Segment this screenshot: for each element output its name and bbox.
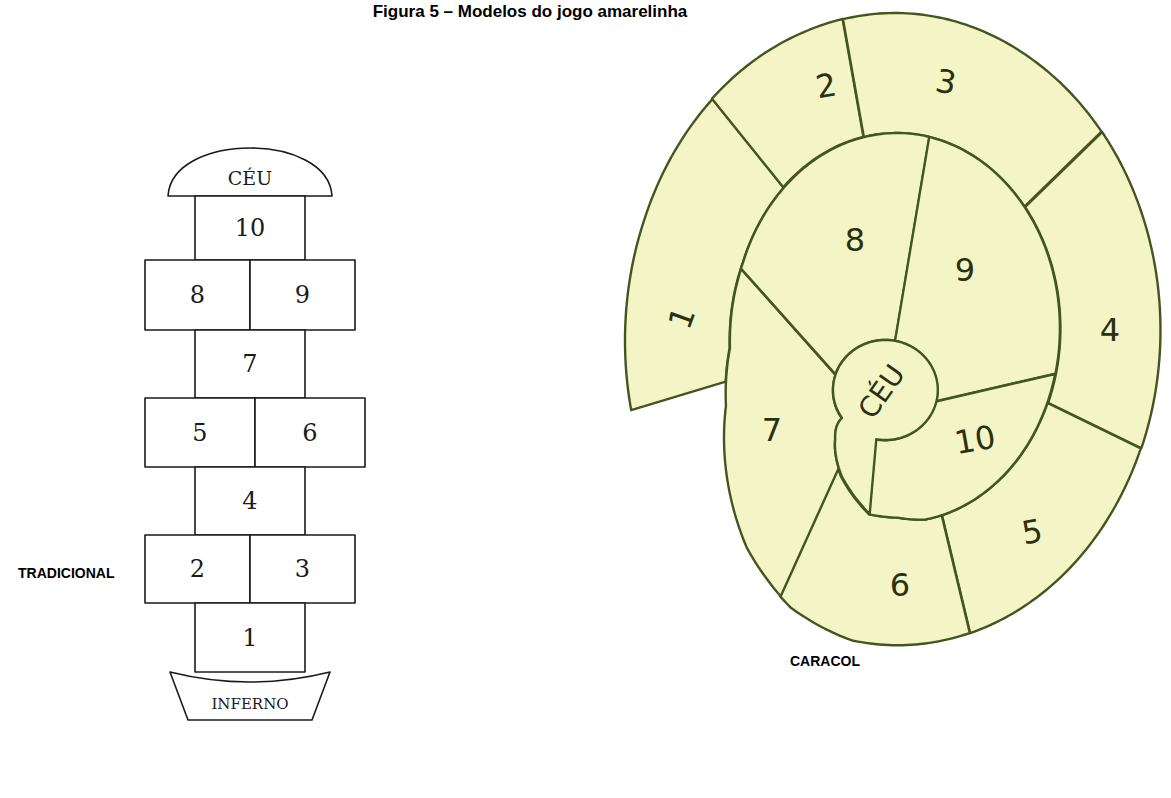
hopscotch-square-shape <box>250 260 355 330</box>
square-number: 5 <box>192 421 207 445</box>
sky-dome: CÉU <box>166 140 334 198</box>
hopscotch-square-shape <box>145 398 255 467</box>
hell-base: INFERNO <box>168 670 332 722</box>
square-number: 2 <box>190 557 205 581</box>
hopscotch-square-shape <box>195 603 305 672</box>
hopscotch-square: 10 <box>193 194 307 262</box>
hopscotch-square-shape <box>255 398 365 467</box>
hopscotch-square: 2 <box>143 533 252 605</box>
sky-dome-shape <box>168 148 332 196</box>
cell-number: 6 <box>890 569 910 601</box>
spiral-cell-shape <box>942 403 1141 633</box>
square-number: 8 <box>190 283 205 307</box>
cell-number: 8 <box>845 224 865 256</box>
model-label: TRADICIONAL <box>18 566 114 581</box>
square-number: 6 <box>302 421 317 445</box>
hopscotch-square: 9 <box>248 258 357 332</box>
spiral-center: CÉU <box>831 338 940 516</box>
hopscotch-square-shape <box>145 260 250 330</box>
hopscotch-square: 7 <box>193 328 307 400</box>
spiral-center-shape <box>833 340 938 514</box>
model-label: CARACOL <box>790 654 860 669</box>
cell-number: 9 <box>955 254 975 286</box>
square-number: 3 <box>295 557 310 581</box>
square-number: 1 <box>242 626 257 650</box>
hopscotch-square: 5 <box>143 396 257 469</box>
hopscotch-square-shape <box>195 467 305 535</box>
hopscotch-square: 3 <box>248 533 357 605</box>
hell-base-shape <box>170 672 330 720</box>
hopscotch-square: 6 <box>253 396 367 469</box>
hopscotch-square-shape <box>145 535 250 603</box>
square-number: INFERNO <box>211 697 288 712</box>
square-number: 10 <box>235 216 266 240</box>
hopscotch-square: 4 <box>193 465 307 537</box>
square-number: 4 <box>242 489 257 513</box>
square-number: 7 <box>242 352 257 376</box>
square-number: CÉU <box>228 169 272 188</box>
cell-number: 4 <box>1100 314 1120 346</box>
hopscotch-square-shape <box>250 535 355 603</box>
hopscotch-square: 8 <box>143 258 252 332</box>
cell-number: 7 <box>762 414 782 446</box>
square-number: 9 <box>295 283 310 307</box>
hopscotch-square-shape <box>195 196 305 260</box>
figure-title: Figura 5 – Modelos do jogo amarelinha <box>230 2 830 22</box>
hopscotch-square: 1 <box>193 601 307 674</box>
hopscotch-square-shape <box>195 330 305 398</box>
cell-number: 10 <box>952 421 998 460</box>
